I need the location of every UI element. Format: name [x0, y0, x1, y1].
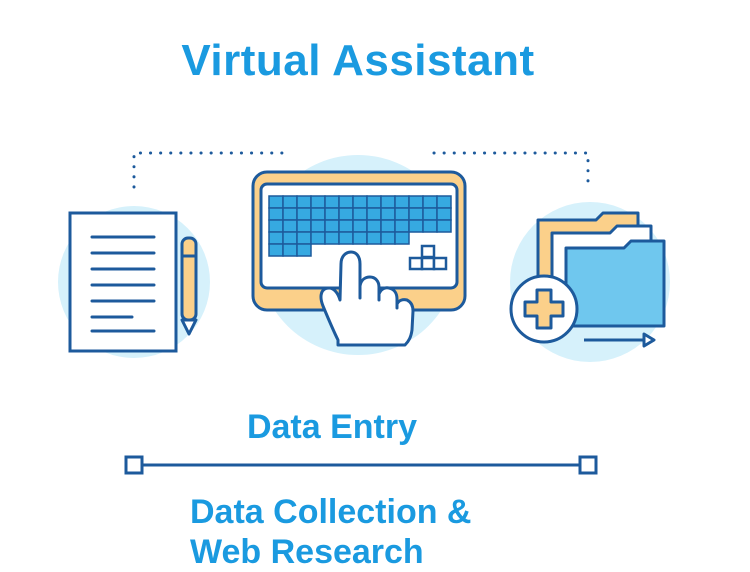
keyboard-key — [436, 219, 452, 233]
pen-icon — [180, 236, 198, 336]
keyboard-key — [380, 231, 396, 245]
keyboard-key — [422, 219, 438, 233]
keyboard-key — [352, 207, 368, 221]
keyboard-key — [394, 231, 410, 245]
keyboard-key — [310, 219, 326, 233]
keyboard-key — [282, 231, 298, 245]
keyboard-key — [282, 219, 298, 233]
keyboard-key — [296, 243, 312, 257]
keyboard-key — [338, 231, 354, 245]
footer-line-1: Data Collection & — [190, 493, 472, 531]
keyboard-key — [324, 231, 340, 245]
keyboard-key — [408, 207, 424, 221]
keyboard-key — [436, 207, 452, 221]
keyboard-icon — [251, 170, 467, 312]
add-icon — [509, 274, 579, 344]
keyboard-key — [296, 207, 312, 221]
keyboard-key — [352, 231, 368, 245]
keyboard-key — [282, 243, 298, 257]
footer-line-2: Web Research — [190, 533, 424, 571]
keyboard-key — [380, 219, 396, 233]
keyboard-key — [282, 207, 298, 221]
keyboard-key — [422, 207, 438, 221]
keyboard-key — [366, 195, 382, 209]
hand-pointer-icon — [319, 250, 415, 347]
keyboard-key — [394, 219, 410, 233]
keyboard-key — [380, 207, 396, 221]
keyboard-key — [324, 195, 340, 209]
keyboard-key — [338, 219, 354, 233]
keyboard-key — [268, 195, 284, 209]
divider-line — [124, 455, 598, 475]
keyboard-key — [324, 207, 340, 221]
dotted-connector-right — [432, 151, 590, 189]
keyboard-key — [324, 219, 340, 233]
page-title: Virtual Assistant — [181, 36, 535, 85]
footer-heading: Data Collection & Web Research — [190, 492, 471, 572]
keyboard-key — [338, 207, 354, 221]
keyboard-key — [310, 195, 326, 209]
dotted-connector-left — [132, 151, 292, 189]
keyboard-key — [352, 195, 368, 209]
keyboard-key — [380, 195, 396, 209]
keyboard-key — [408, 219, 424, 233]
keyboard-key — [394, 195, 410, 209]
keyboard-key — [310, 231, 326, 245]
keyboard-key — [422, 195, 438, 209]
keyboard-key — [338, 195, 354, 209]
keyboard-key — [408, 195, 424, 209]
service-heading: Data Entry — [246, 408, 418, 446]
document-icon — [68, 211, 178, 353]
keyboard-key — [282, 195, 298, 209]
keyboard-key — [310, 207, 326, 221]
keyboard-key — [436, 195, 452, 209]
keyboard-key — [268, 207, 284, 221]
keyboard-key — [296, 195, 312, 209]
keyboard-key — [296, 219, 312, 233]
keyboard-key — [296, 231, 312, 245]
keyboard-key — [394, 207, 410, 221]
keyboard-key — [352, 219, 368, 233]
keyboard-key — [268, 243, 284, 257]
keyboard-key — [366, 207, 382, 221]
keyboard-key — [366, 219, 382, 233]
keyboard-key — [268, 219, 284, 233]
keyboard-key — [268, 231, 284, 245]
keyboard-key — [366, 231, 382, 245]
